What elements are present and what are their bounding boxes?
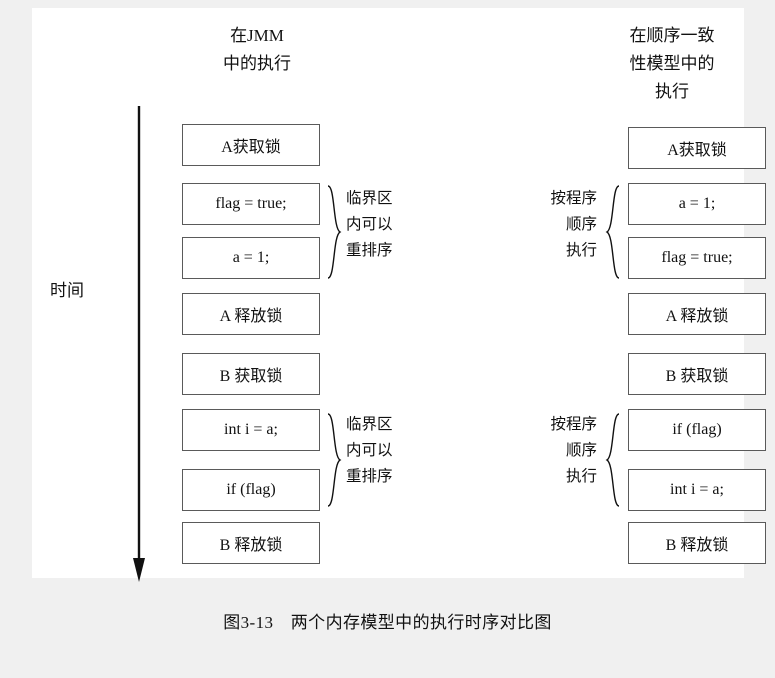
jmm-box-5: int i = a; [182,409,320,451]
annotation-reorder-2-line2: 内可以 [346,442,393,459]
annotation-program-order-1-line1: 按程序 [550,190,597,207]
annotation-reorder-1-line1: 临界区 [346,190,393,207]
annotation-program-order-1-line3: 执行 [565,242,597,259]
jmm-box-0: A获取锁 [182,124,320,166]
jmm-box-1: flag = true; [182,183,320,225]
sc-box-5: if (flag) [628,409,766,451]
column-header-sc-line1: 在顺序一致 [629,26,715,45]
jmm-box-4: B 获取锁 [182,353,320,395]
down-arrow-icon [133,106,145,582]
right-brace-icon-2 [327,413,342,507]
sc-box-3: A 释放锁 [628,293,766,335]
annotation-reorder-2-line3: 重排序 [346,468,393,485]
sc-box-6: int i = a; [628,469,766,511]
column-header-jmm-line1: 在JMM [230,26,284,45]
column-header-jmm: 在JMM 中的执行 [172,22,342,78]
jmm-box-7: B 释放锁 [182,522,320,564]
sc-box-7: B 释放锁 [628,522,766,564]
sc-box-2: flag = true; [628,237,766,279]
annotation-program-order-2: 按程序 顺序 执行 [485,412,597,490]
annotation-reorder-2: 临界区 内可以 重排序 [346,412,393,490]
sc-box-0: A获取锁 [628,127,766,169]
time-axis-label: 时间 [50,281,84,300]
left-brace-icon-2 [605,413,620,507]
sc-box-4: B 获取锁 [628,353,766,395]
annotation-reorder-2-line1: 临界区 [346,416,393,433]
jmm-box-2: a = 1; [182,237,320,279]
jmm-box-6: if (flag) [182,469,320,511]
column-header-sc-line2: 性模型中的 [629,54,715,73]
annotation-program-order-2-line3: 执行 [565,468,597,485]
annotation-reorder-1: 临界区 内可以 重排序 [346,186,393,264]
figure-caption: 图3-13 两个内存模型中的执行时序对比图 [223,613,552,632]
diagram-canvas: 在JMM 中的执行 在顺序一致 性模型中的 执行 时间 A获取锁 flag = … [32,8,766,582]
column-header-sc-line3: 执行 [655,82,689,101]
left-brace-icon-1 [605,185,620,279]
annotation-reorder-1-line3: 重排序 [346,242,393,259]
column-header-jmm-line2: 中的执行 [223,54,291,73]
annotation-program-order-1-line2: 顺序 [565,216,597,233]
right-brace-icon-1 [327,185,342,279]
sc-box-1: a = 1; [628,183,766,225]
jmm-box-3: A 释放锁 [182,293,320,335]
annotation-program-order-2-line1: 按程序 [550,416,597,433]
column-header-sc: 在顺序一致 性模型中的 执行 [587,22,757,106]
annotation-program-order-2-line2: 顺序 [565,442,597,459]
annotation-reorder-1-line2: 内可以 [346,216,393,233]
annotation-program-order-1: 按程序 顺序 执行 [485,186,597,264]
